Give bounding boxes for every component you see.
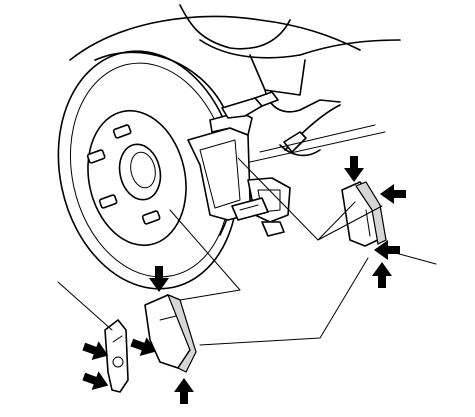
wheel-hub-icon <box>87 109 187 247</box>
brake-caliper-icon <box>221 91 307 237</box>
pad-shim-icon <box>104 319 129 393</box>
leader-line-icon <box>57 124 437 346</box>
caliper-bracket-icon <box>187 111 259 221</box>
inner-brake-pad-icon <box>341 181 387 247</box>
wheel-stud-icon <box>86 124 161 225</box>
force-arrow-icon <box>82 156 406 404</box>
pad-retainer-clip-icon <box>231 197 269 221</box>
outer-brake-pad-icon <box>144 293 197 373</box>
